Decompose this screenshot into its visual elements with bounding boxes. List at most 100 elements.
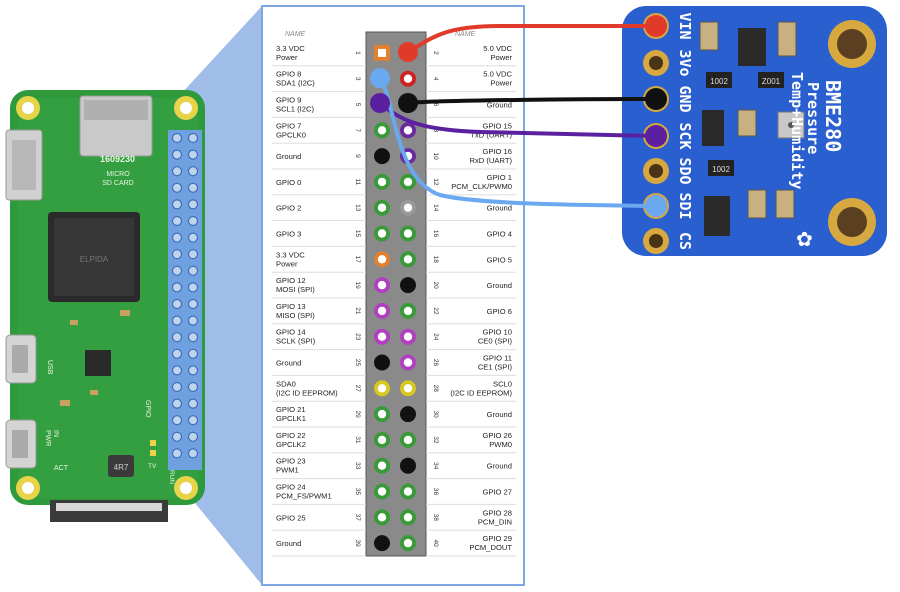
pin-number-right: 36 [432,488,439,496]
pin-label-right: GPIO 10 [482,328,512,337]
pin-left-core [377,513,387,522]
pin-number-right: 22 [432,307,439,315]
pin-number-left: 39 [354,539,361,547]
pin-label-left: GPIO 8 [276,70,301,79]
pin-number-left: 37 [354,514,361,522]
wire-gnd [406,97,657,105]
pin-right-core [403,126,413,135]
gpio-pad [171,315,183,326]
gpio-pad [171,381,183,393]
pin-left-core [377,358,387,367]
pin-label-right: Ground [487,101,512,110]
act-label: ACT [54,465,69,472]
sensor-pin-label: 3Vo [676,49,694,76]
pin-label-right: GPIO 26 [482,431,512,440]
gpio-pad [171,282,183,293]
resistor-2: Z001 [762,77,781,86]
gpio-pad [171,415,183,426]
pin-label-right: GPIO 27 [482,488,512,497]
pin-left-core [377,409,387,419]
gpio-pad [171,398,183,409]
pin-number-left: 31 [354,436,361,444]
pin-number-right: 28 [432,385,439,393]
gpio-pad [171,365,183,376]
sensor-pin-label: GND [676,85,694,112]
pin-label-left: GPIO 25 [276,513,306,522]
pin-number-right: 38 [432,514,439,522]
usb-label: USB [46,360,53,375]
pin-number-right: 2 [432,51,439,55]
gpio-pad [187,381,199,393]
pin-right-core [403,332,413,341]
pin-left-core [377,229,387,238]
pin-label-right: Ground [487,281,512,290]
pin-number-right: 12 [432,178,439,186]
gpio-pad [187,398,199,409]
pin-label-right: PCM_DOUT [469,543,512,552]
pin-left-core [377,280,387,290]
pin-number-right: 6 [432,103,439,107]
svg-text:ELPIDA: ELPIDA [80,255,109,264]
sensor-title: BME280 [821,80,845,152]
pin-number-left: 21 [354,307,361,315]
gpio-pad [171,232,183,243]
pin-number-right: 4 [432,77,439,81]
gpio-pad [171,249,183,260]
pin-label-right: CE0 (SPI) [478,337,513,346]
pin-left-core [377,487,387,496]
run-label: RUN [168,470,175,484]
pin-number-left: 35 [354,488,361,496]
sck-endpoint [370,93,390,113]
pin-left-core [377,435,387,445]
pin-label-left: GPCLK0 [276,130,306,139]
pin-right-core [403,306,413,316]
pin-right-core [403,358,413,367]
gpio-pad [187,315,199,326]
gpio-pad [187,415,199,426]
pin-label-left: GPIO 12 [276,276,306,285]
pin-label-right: (I2C ID EEPROM) [450,388,512,397]
pin-right-core [403,513,413,522]
wire-sensor-endpoint [645,125,667,147]
pin-label-right: PCM_CLK/PWM0 [451,182,512,191]
gpio-pad [187,215,199,227]
header-left: NAME [285,31,306,38]
pin-right-core [403,177,413,187]
pin-label-right: SCL0 [493,379,512,388]
resistor-3: 1002 [712,165,730,174]
gpio-pad [187,232,199,243]
inductor-label: 4R7 [114,463,129,472]
pin-label-left: MISO (SPI) [276,311,315,320]
pin-number-left: 33 [354,462,361,470]
pin-label-left: Ground [276,152,301,161]
pin-label-right: GPIO 1 [487,173,512,182]
pin-label-left: GPIO 23 [276,457,306,466]
pin-label-right: Ground [487,462,512,471]
pin-number-right: 20 [432,281,439,289]
sd-label-2: SD CARD [102,180,134,187]
pin-label-left: MOSI (SPI) [276,285,315,294]
pin-number-left: 27 [354,385,361,393]
pin-label-left: SDA0 [276,379,296,388]
gpio-pad [171,348,183,359]
pin-right-core [403,74,413,83]
sensor-pin-hole [649,164,663,178]
sensor-pin-label: SDO [676,157,694,184]
pin-label-right: GPIO 6 [487,307,512,316]
gpio-pad [187,149,199,160]
pin-label-right: TxD (UART) [470,130,512,139]
tv-label: TV [148,463,157,470]
gpio-pad [187,431,199,442]
gpio-pad [171,215,183,227]
pin-number-right: 32 [432,436,439,444]
pin-label-right: 5.0 VDC [483,70,512,79]
